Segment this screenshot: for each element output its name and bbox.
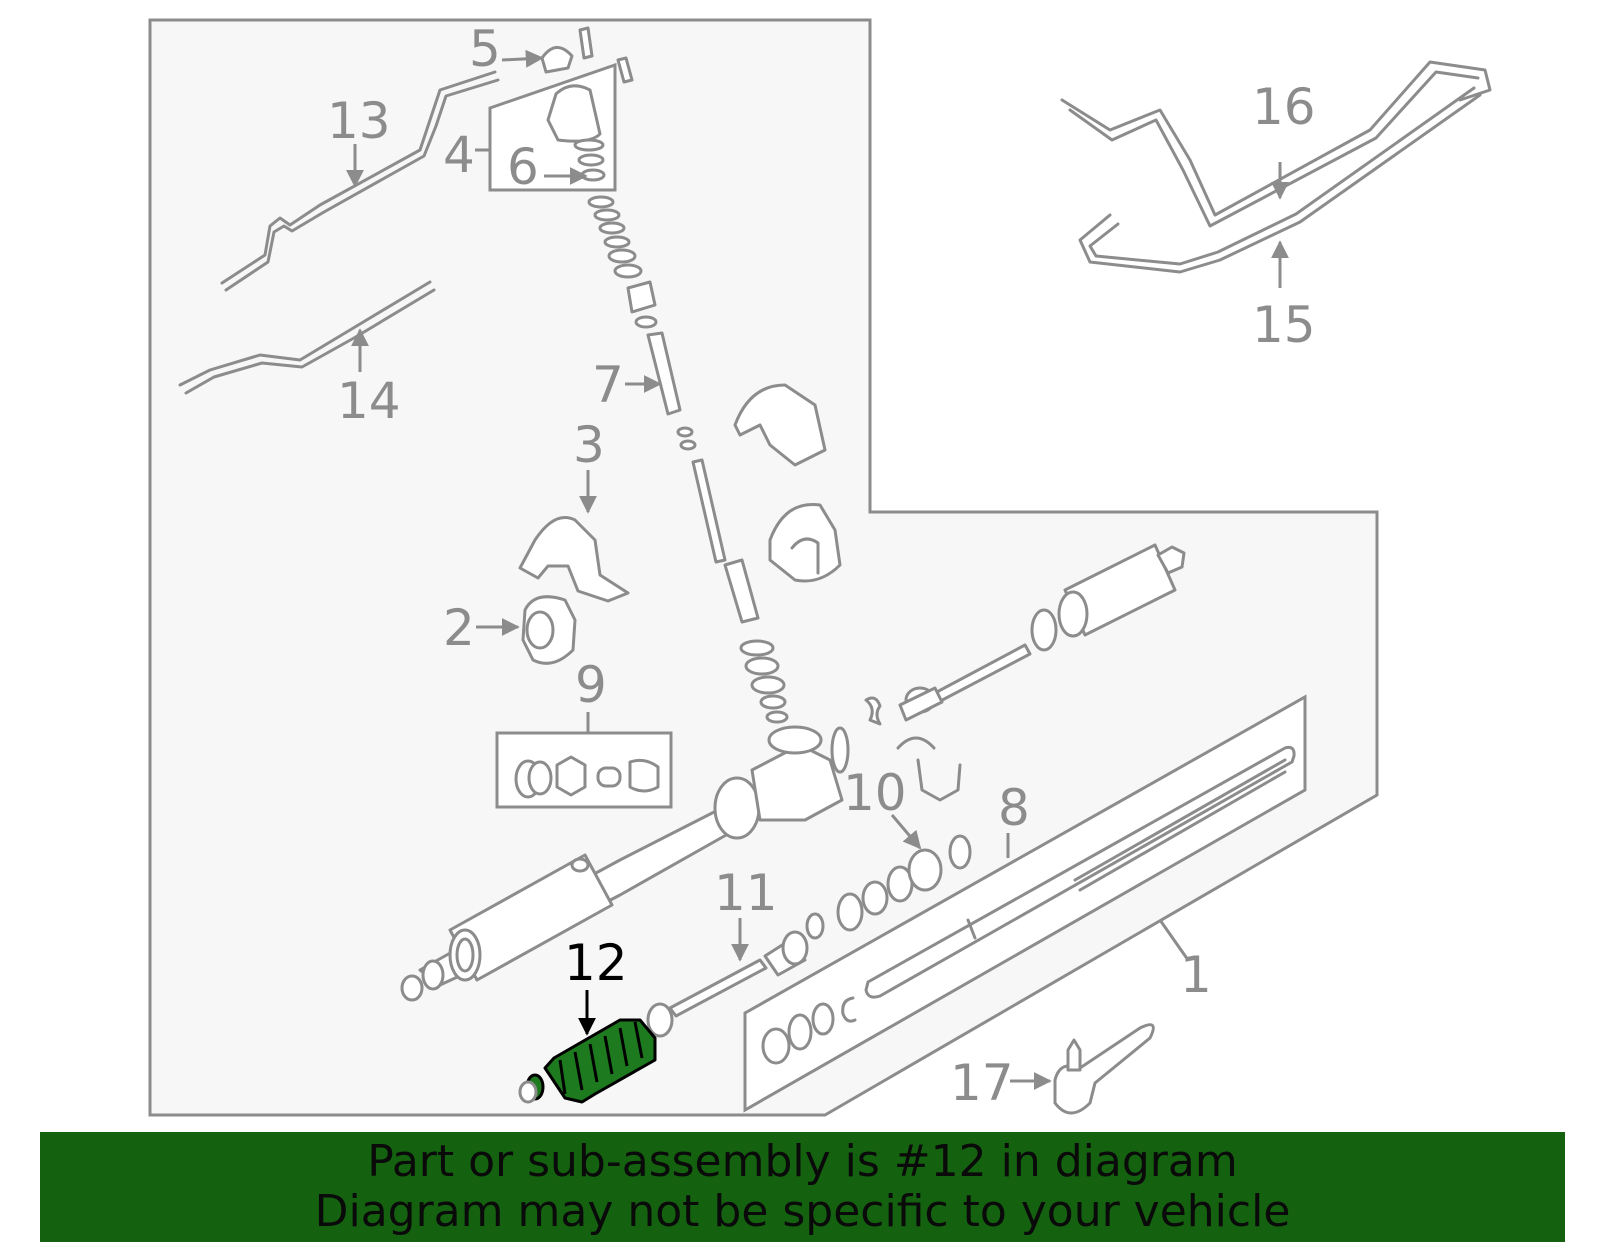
callout-2: 2 <box>443 599 475 657</box>
callout-16: 16 <box>1252 78 1316 136</box>
callout-11: 11 <box>714 864 778 922</box>
callout-17: 17 <box>950 1054 1014 1112</box>
banner-line-part: Part or sub-assembly is #12 in diagram <box>367 1136 1238 1187</box>
bushing-2 <box>521 595 577 665</box>
tie-rod-end-17 <box>1053 1023 1155 1115</box>
rack-bar <box>864 745 1296 999</box>
leader-lines <box>346 49 1289 1090</box>
gear-housing <box>400 725 850 1002</box>
part-5 <box>540 26 634 84</box>
pinion-stack <box>587 195 789 724</box>
callout-8: 8 <box>998 779 1030 837</box>
info-banner: Part or sub-assembly is #12 in diagram D… <box>40 1132 1565 1242</box>
banner-line-disclaimer: Diagram may not be specific to your vehi… <box>314 1186 1291 1237</box>
callout-6: 6 <box>507 138 539 196</box>
tie-rod-upper <box>898 543 1186 722</box>
boot-12-highlighted[interactable] <box>518 1018 657 1104</box>
part-4-box <box>488 62 617 192</box>
callout-4: 4 <box>443 126 475 184</box>
bushing-right <box>768 502 842 583</box>
rack-seals <box>805 696 972 940</box>
clamp-3 <box>518 516 630 603</box>
callout-13: 13 <box>327 92 391 150</box>
bracket-right-upper <box>733 383 827 467</box>
callout-1: 1 <box>1180 946 1212 1004</box>
callout-9: 9 <box>575 656 607 714</box>
callout-14: 14 <box>337 372 401 430</box>
callout-10: 10 <box>843 764 907 822</box>
callout-12: 12 <box>564 934 628 992</box>
tie-rod-11 <box>646 930 809 1038</box>
rack-bushings <box>761 996 857 1065</box>
pipe-13 <box>220 70 500 292</box>
callout-7: 7 <box>592 356 624 414</box>
callout-3: 3 <box>573 416 605 474</box>
callout-15: 15 <box>1252 296 1316 354</box>
part-9-box <box>495 731 673 809</box>
pipes-15-16 <box>1060 60 1492 274</box>
callout-5: 5 <box>469 20 501 78</box>
